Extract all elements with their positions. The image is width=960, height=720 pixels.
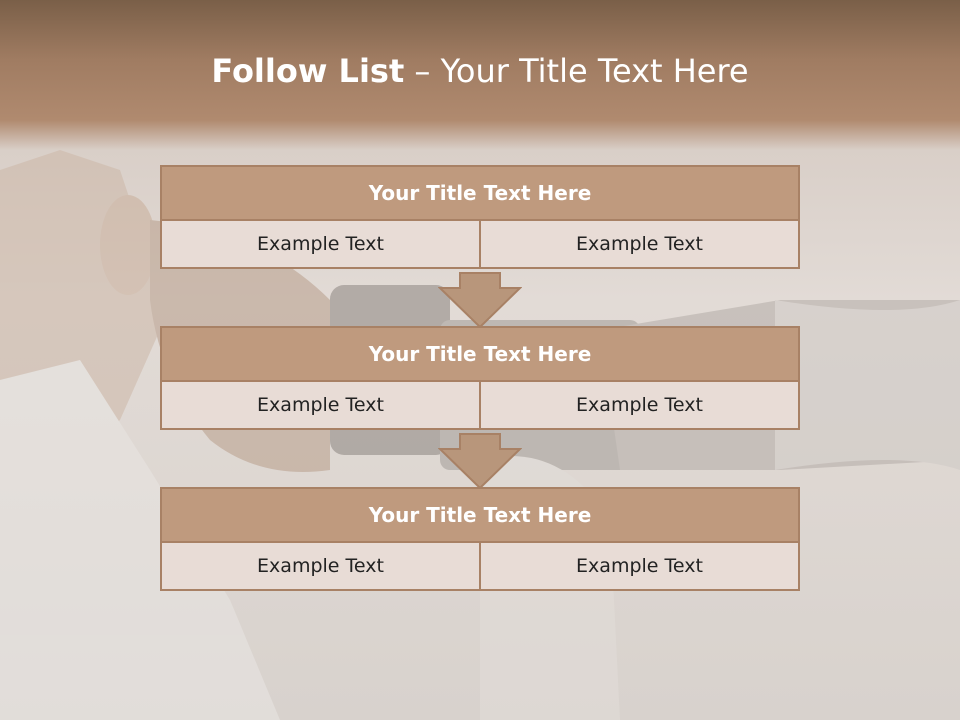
step-1-right-text: Example Text <box>481 221 800 269</box>
down-arrow-icon-2 <box>438 433 522 489</box>
step-2-row: Example Text Example Text <box>160 382 800 430</box>
step-1-title: Your Title Text Here <box>160 165 800 221</box>
step-2-left-text: Example Text <box>160 382 481 430</box>
step-3-right-text: Example Text <box>481 543 800 591</box>
step-2-right-text: Example Text <box>481 382 800 430</box>
step-3-box: Your Title Text Here Example Text Exampl… <box>160 487 800 591</box>
step-2-title: Your Title Text Here <box>160 326 800 382</box>
slide-title-bold: Follow List <box>211 52 405 90</box>
slide-title-rest: – Your Title Text Here <box>414 52 749 90</box>
step-1-row: Example Text Example Text <box>160 221 800 269</box>
step-1-box: Your Title Text Here Example Text Exampl… <box>160 165 800 269</box>
step-3-title: Your Title Text Here <box>160 487 800 543</box>
step-2-box: Your Title Text Here Example Text Exampl… <box>160 326 800 430</box>
slide-title: Follow List – Your Title Text Here <box>0 52 960 90</box>
step-3-row: Example Text Example Text <box>160 543 800 591</box>
down-arrow-icon-1 <box>438 272 522 328</box>
step-3-left-text: Example Text <box>160 543 481 591</box>
step-1-left-text: Example Text <box>160 221 481 269</box>
